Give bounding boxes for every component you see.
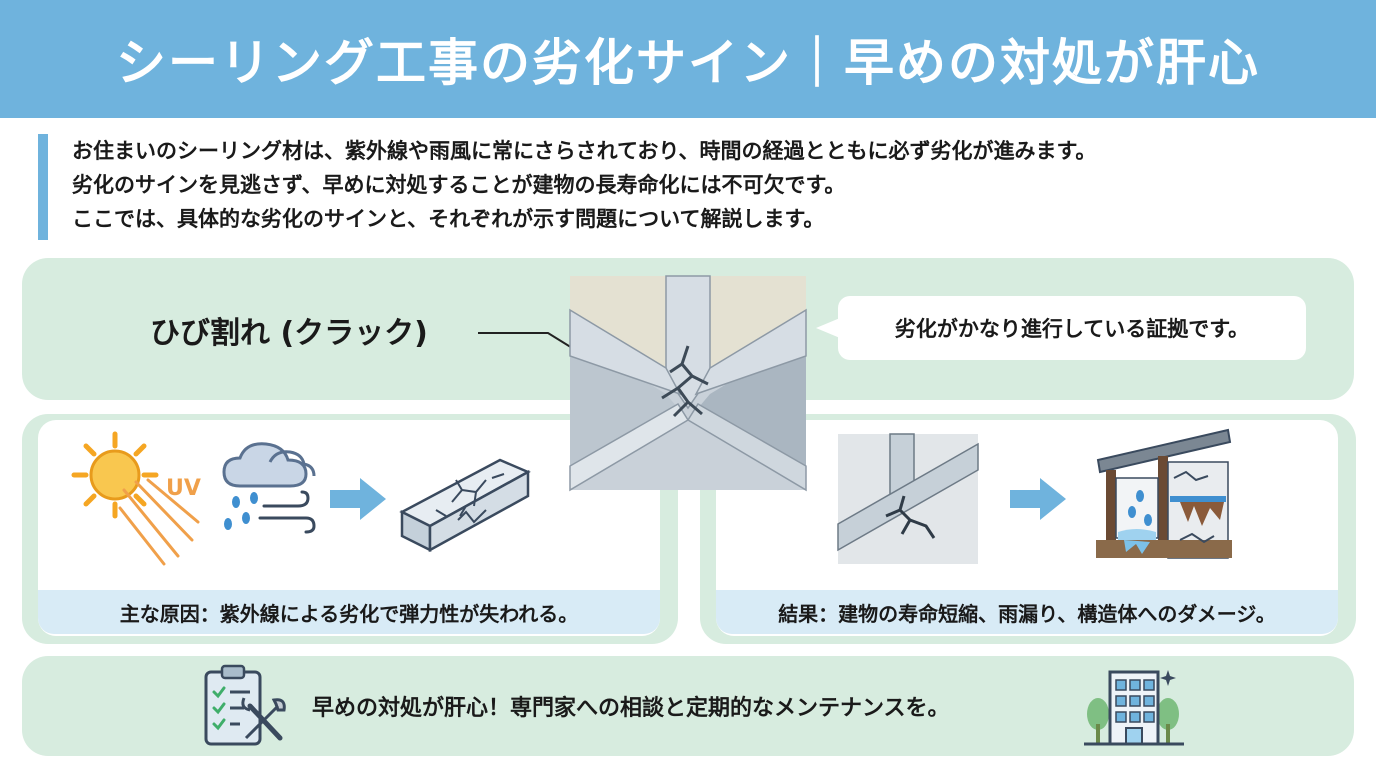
page-title: シーリング工事の劣化サイン｜早めの対処が肝心 bbox=[116, 34, 1260, 92]
crack-note-bubble: 劣化がかなり進行している証拠です。 bbox=[838, 296, 1306, 360]
intro-line-2: 劣化のサインを見逃さず、早めに対処することが建物の長寿命化には不可欠です。 bbox=[72, 173, 846, 197]
intro-line-1: お住まいのシーリング材は、紫外線や雨風に常にさらされており、時間の経過とともに必… bbox=[72, 139, 1097, 163]
leaking-house-icon bbox=[1096, 428, 1232, 559]
result-caption: 結果：建物の寿命短縮、雨漏り、構造体へのダメージ。 bbox=[778, 601, 1276, 626]
uv-rays-icon bbox=[118, 478, 200, 566]
checklist-tools-icon bbox=[204, 664, 286, 746]
cracked-joint-small-icon bbox=[837, 433, 979, 564]
crack-label: ひび割れ (クラック) bbox=[150, 316, 428, 351]
arrow-right-icon bbox=[330, 478, 386, 520]
result-caption-bar: 結果：建物の寿命短縮、雨漏り、構造体へのダメージ。 bbox=[716, 590, 1338, 634]
building-icon bbox=[1084, 670, 1184, 746]
rain-cloud-icon bbox=[222, 442, 316, 534]
cause-caption-bar: 主な原因：紫外線による劣化で弾力性が失われる。 bbox=[38, 590, 660, 634]
uv-label: UV bbox=[166, 476, 201, 501]
footer-message: 早めの対処が肝心！専門家への相談と定期的なメンテナンスを。 bbox=[312, 696, 950, 721]
header-banner: シーリング工事の劣化サイン｜早めの対処が肝心 bbox=[0, 0, 1376, 118]
cause-caption: 主な原因：紫外線による劣化で弾力性が失われる。 bbox=[119, 601, 579, 626]
crack-note: 劣化がかなり進行している証拠です。 bbox=[894, 317, 1250, 341]
bubble-tail bbox=[816, 318, 840, 338]
sun-icon bbox=[71, 431, 159, 519]
arrow-right-icon-2 bbox=[1010, 478, 1066, 520]
intro-line-3: ここでは、具体的な劣化のサインと、それぞれが示す問題について解説します。 bbox=[72, 207, 825, 231]
intro-block: お住まいのシーリング材は、紫外線や雨風に常にさらされており、時間の経過とともに必… bbox=[38, 134, 1338, 240]
cracked-joint-icon bbox=[569, 275, 807, 492]
cracked-sealant-icon bbox=[399, 458, 531, 553]
